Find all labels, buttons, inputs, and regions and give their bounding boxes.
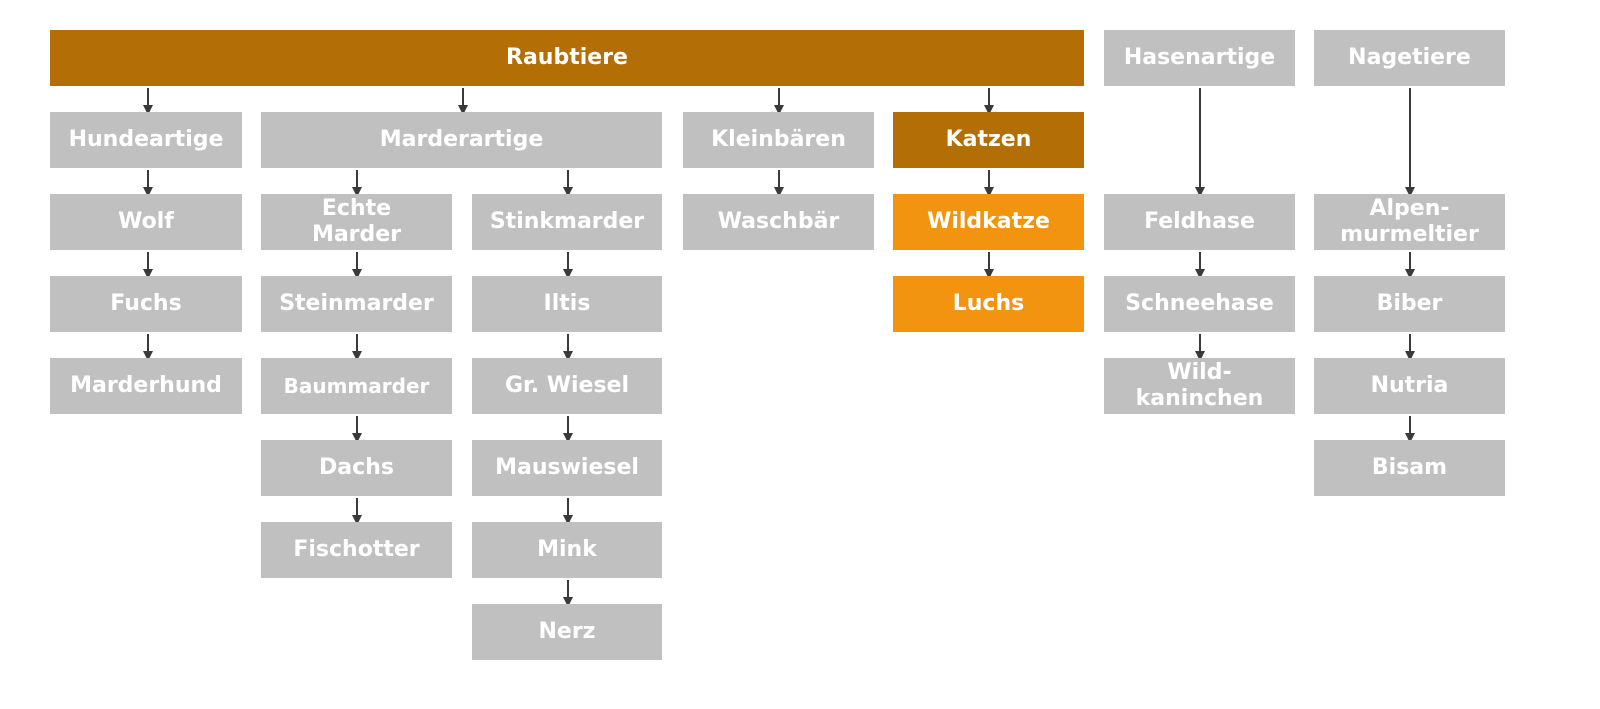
node-nagetiere: Nagetiere: [1314, 30, 1505, 86]
node-hundeartige: Hundeartige: [50, 112, 242, 168]
node-alpenmurmeltier: Alpen- murmeltier: [1314, 194, 1505, 250]
node-nutria-label: Nutria: [1370, 373, 1449, 398]
node-biber: Biber: [1314, 276, 1505, 332]
node-echte-marder-label: Echte Marder: [311, 196, 402, 247]
node-steinmarder-label: Steinmarder: [279, 291, 434, 316]
node-iltis-label: Iltis: [543, 291, 591, 316]
node-dachs: Dachs: [261, 440, 452, 496]
node-nerz: Nerz: [472, 604, 662, 660]
node-luchs-label: Luchs: [952, 291, 1025, 316]
node-schneehase-label: Schneehase: [1125, 291, 1274, 316]
node-katzen-label: Katzen: [945, 127, 1032, 152]
node-schneehase: Schneehase: [1104, 276, 1295, 332]
node-wolf-label: Wolf: [118, 209, 174, 234]
node-kleinbaeren-label: Kleinbären: [711, 127, 846, 152]
node-luchs: Luchs: [893, 276, 1084, 332]
node-echte-marder: Echte Marder: [261, 194, 452, 250]
node-raubtiere-label: Raubtiere: [506, 45, 628, 70]
node-mauswiesel: Mauswiesel: [472, 440, 662, 496]
node-wildkatze: Wildkatze: [893, 194, 1084, 250]
node-alpenmurmeltier-label: Alpen- murmeltier: [1340, 196, 1479, 247]
node-fuchs: Fuchs: [50, 276, 242, 332]
node-baummarder: Baummarder: [261, 358, 452, 414]
node-bisam: Bisam: [1314, 440, 1505, 496]
node-feldhase: Feldhase: [1104, 194, 1295, 250]
node-wolf: Wolf: [50, 194, 242, 250]
node-stinkmarder: Stinkmarder: [472, 194, 662, 250]
node-waschbaer: Waschbär: [683, 194, 874, 250]
node-waschbaer-label: Waschbär: [717, 209, 840, 234]
node-wildkaninchen: Wild- kaninchen: [1104, 358, 1295, 414]
node-marderhund: Marderhund: [50, 358, 242, 414]
node-wildkatze-label: Wildkatze: [927, 209, 1050, 234]
node-wildkaninchen-label: Wild- kaninchen: [1135, 360, 1264, 411]
node-feldhase-label: Feldhase: [1144, 209, 1255, 234]
node-nagetiere-label: Nagetiere: [1348, 45, 1471, 70]
node-marderartige-label: Marderartige: [379, 127, 544, 152]
node-kleinbaeren: Kleinbären: [683, 112, 874, 168]
node-nerz-label: Nerz: [538, 619, 596, 644]
node-marderhund-label: Marderhund: [70, 373, 222, 398]
node-steinmarder: Steinmarder: [261, 276, 452, 332]
node-mauswiesel-label: Mauswiesel: [495, 455, 639, 480]
node-hasenartige-label: Hasenartige: [1123, 45, 1276, 70]
node-stinkmarder-label: Stinkmarder: [489, 209, 645, 234]
node-mink: Mink: [472, 522, 662, 578]
node-gr-wiesel-label: Gr. Wiesel: [504, 373, 630, 398]
node-dachs-label: Dachs: [319, 455, 394, 480]
node-fuchs-label: Fuchs: [110, 291, 182, 316]
node-baummarder-label: Baummarder: [283, 374, 430, 398]
node-gr-wiesel: Gr. Wiesel: [472, 358, 662, 414]
node-fischotter: Fischotter: [261, 522, 452, 578]
node-biber-label: Biber: [1376, 291, 1443, 316]
node-hundeartige-label: Hundeartige: [68, 127, 224, 152]
node-hasenartige: Hasenartige: [1104, 30, 1295, 86]
node-iltis: Iltis: [472, 276, 662, 332]
node-raubtiere: Raubtiere: [50, 30, 1084, 86]
node-fischotter-label: Fischotter: [293, 537, 420, 562]
node-katzen: Katzen: [893, 112, 1084, 168]
node-marderartige: Marderartige: [261, 112, 662, 168]
node-bisam-label: Bisam: [1371, 455, 1448, 480]
node-mink-label: Mink: [537, 537, 597, 562]
node-nutria: Nutria: [1314, 358, 1505, 414]
